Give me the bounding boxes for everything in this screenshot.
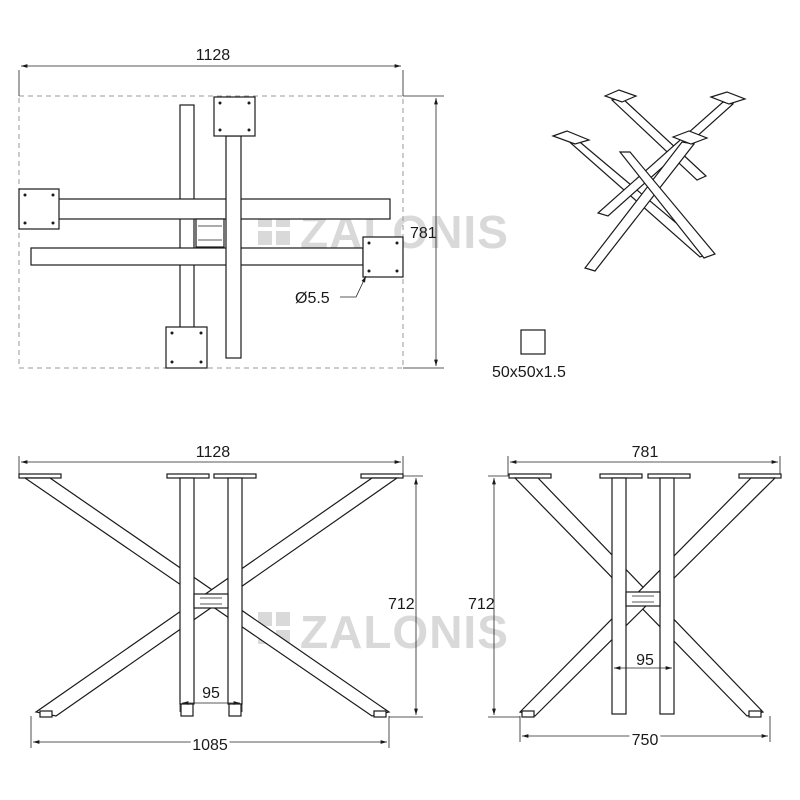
iso-plate-a — [551, 130, 591, 145]
side-foot-2 — [748, 710, 762, 718]
front-top-plate-2 — [166, 473, 210, 479]
side-base-dimension: 750 — [632, 732, 659, 749]
front-foot-4 — [373, 710, 387, 718]
front-center-connector — [193, 593, 229, 609]
side-foot-1 — [521, 710, 535, 718]
front-foot-2 — [180, 703, 194, 717]
center-connector — [195, 218, 225, 248]
front-foot-3 — [228, 703, 242, 717]
side-gap-dimension: 95 — [636, 652, 654, 669]
side-view: 781 712 95 750 — [468, 444, 782, 752]
mounting-plate-top — [213, 96, 256, 137]
iso-plate-c — [709, 91, 747, 105]
horizontal-bar-lower — [30, 247, 364, 266]
side-vertical-leg-2 — [659, 477, 675, 715]
watermark-text-bottom: ZALONIS — [300, 606, 509, 658]
side-top-plate-3 — [647, 473, 691, 479]
front-width-dimension: 1128 — [196, 444, 231, 461]
front-gap-dimension: 95 — [202, 685, 220, 702]
horizontal-bar-upper — [57, 198, 391, 220]
side-vertical-leg-1 — [611, 477, 627, 715]
top-view: 1128 781 — [18, 47, 444, 369]
front-vertical-leg-1 — [179, 477, 195, 705]
iso-leg-e — [618, 151, 717, 259]
front-base-dimension: 1085 — [192, 737, 228, 754]
front-vertical-leg-2 — [227, 477, 243, 705]
iso-plate-b — [603, 89, 638, 103]
hole-diameter-label: Ø5.5 — [295, 290, 330, 307]
mounting-plate-bottom — [165, 326, 208, 369]
side-width-dimension: 781 — [632, 444, 659, 461]
vertical-bar-right — [225, 135, 242, 359]
mounting-plate-right — [362, 236, 404, 278]
profile-square-icon — [520, 329, 546, 355]
profile-label: 50x50x1.5 — [492, 364, 566, 381]
top-width-dimension: 1128 — [196, 47, 231, 64]
top-depth-dimension: 781 — [410, 225, 437, 242]
front-foot-1 — [39, 710, 53, 718]
mounting-plate-left — [18, 188, 60, 230]
iso-plate-d — [671, 130, 709, 145]
hole-callout-leader — [340, 275, 367, 298]
profile-section: 50x50x1.5 — [492, 329, 566, 381]
isometric-view — [551, 89, 747, 272]
side-height-dimension: 712 — [468, 596, 495, 613]
front-view: 1128 712 95 1085 — [18, 444, 423, 757]
front-height-dimension: 712 — [388, 596, 415, 613]
tabletop-outline — [18, 95, 404, 369]
side-top-plate-2 — [599, 473, 643, 479]
front-top-plate-3 — [213, 473, 257, 479]
side-center-connector — [625, 591, 661, 607]
